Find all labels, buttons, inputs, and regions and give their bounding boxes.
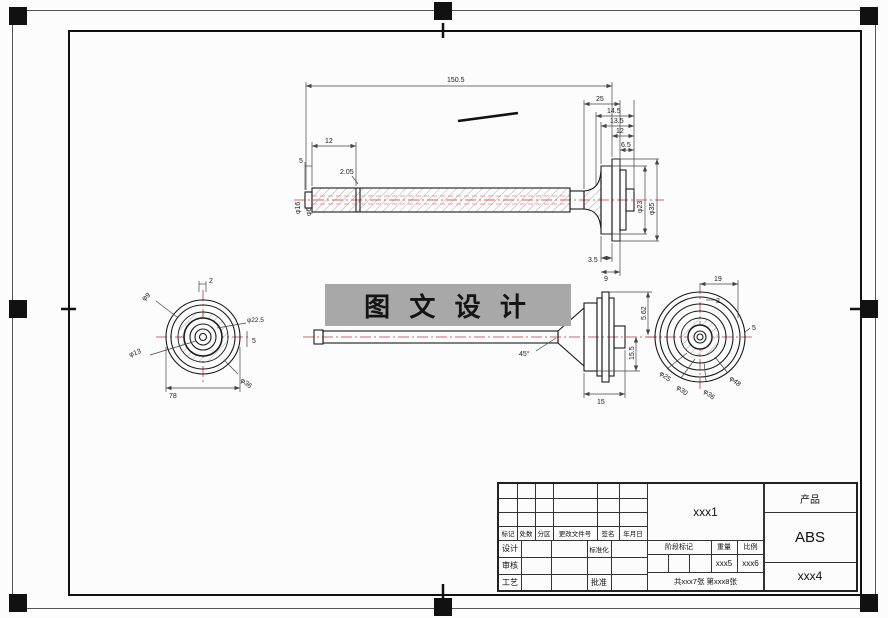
dim-78: 78 [169, 393, 177, 400]
dim-19: 19 [714, 276, 722, 283]
scale-label: 比例 [743, 544, 758, 551]
dim-14-5: 14.5 [607, 108, 621, 115]
weight-value: xxx5 [715, 558, 733, 568]
registration-mark-left-middle [9, 300, 27, 318]
registration-mark-top-middle [434, 2, 452, 20]
watermark-text: 图 文 设 计 [364, 291, 532, 322]
scale-value: xxx6 [742, 558, 759, 568]
dim-total-length: 150.5 [447, 77, 465, 84]
valve-end-boss [613, 325, 626, 349]
dim-2: 2 [716, 298, 720, 305]
dim-phi48: φ48 [728, 375, 742, 388]
dim-phi36: φ36 [702, 388, 716, 401]
head-boss [625, 188, 635, 212]
dim-2: 2 [209, 278, 213, 285]
registration-mark-right-middle [860, 300, 878, 318]
title-block: 标记 处数 分区 更改文件号 签名 年月日 设计 标准化 审核 工艺 批准 阶段… [497, 482, 858, 592]
dim-3-5: 3.5 [588, 257, 598, 264]
dim-phi30: φ30 [675, 384, 689, 397]
dim-45deg: 45° [519, 350, 530, 358]
standardization-label: 标准化 [589, 546, 609, 554]
dim-phi22-5: φ22.5 [247, 317, 264, 324]
outer-circle [165, 299, 241, 375]
revision-header-zone: 分区 [537, 531, 551, 538]
registration-mark-bottom-right [860, 594, 878, 612]
approve-label: 批准 [591, 577, 607, 587]
top-view-dimension-lines [304, 82, 660, 276]
front-view-dimension-lines [535, 291, 652, 398]
center-hole [696, 333, 704, 341]
registration-mark-bottom-left [9, 594, 27, 612]
revision-header-doc-no: 更改文件号 [558, 531, 592, 538]
revision-header-date: 年月日 [623, 531, 643, 538]
right-end-view: 19 2 5 φ25 φ30 φ36 φ48 [646, 276, 756, 402]
reference-mark-line [457, 111, 519, 123]
watermark: 图 文 设 计 [325, 284, 571, 326]
dim-12-right: 12 [616, 128, 624, 135]
left-view-dimension-lines [149, 281, 248, 392]
company-value: xxx4 [797, 569, 823, 583]
dim-5: 5 [299, 158, 303, 165]
dim-12-left: 12 [325, 138, 333, 145]
right-view-dimension-lines [666, 280, 751, 382]
dim-13-5: 13.5 [610, 118, 624, 125]
material-value: ABS [794, 528, 825, 546]
centering-marks [61, 23, 865, 599]
dim-phi25: φ25 [658, 370, 672, 383]
dim-phi9: φ9 [141, 292, 152, 303]
head-fillet [583, 170, 602, 230]
revision-header-mark: 标记 [501, 531, 515, 538]
left-end-view: 2 φ9 φ13 φ22.5 5 φ36 78 [128, 278, 264, 400]
dim-phi13: φ13 [128, 348, 142, 359]
registration-mark-top-right [860, 7, 878, 25]
dim-phi35: φ35 [649, 203, 656, 215]
stage-mark-label: 阶段标记 [665, 544, 693, 551]
registration-mark-top-left [9, 7, 27, 25]
dim-25: 25 [596, 96, 604, 103]
revision-header-count: 处数 [519, 531, 533, 538]
design-label: 设计 [502, 544, 518, 553]
product-label: 产品 [800, 494, 820, 506]
dim-9: 9 [604, 276, 608, 283]
dim-phi6: φ6 [306, 207, 313, 216]
part-name: xxx1 [693, 505, 718, 519]
dim-15: 15 [597, 399, 605, 406]
outer-circle [654, 291, 746, 383]
center-hole [198, 332, 208, 342]
dim-5-62: 5.62 [641, 306, 648, 320]
dim-5: 5 [252, 338, 256, 345]
dim-phi16: φ16 [295, 202, 302, 214]
revision-header-signature: 签名 [601, 531, 615, 538]
dim-2-05: 2.05 [340, 169, 354, 176]
front-full-view: 45° 5.62 15.5 15 [303, 291, 668, 406]
stem-body [311, 187, 571, 213]
dim-6-5: 6.5 [621, 142, 631, 149]
dim-15-5: 15.5 [629, 346, 636, 360]
check-label: 审核 [502, 561, 518, 570]
process-label: 工艺 [502, 577, 518, 587]
dim-5: 5 [752, 325, 756, 332]
top-section-view: 150.5 25 14.5 13.5 12 6.5 12 5 2.05 φ16 … [294, 77, 664, 283]
sheet-info: 共xxx7张 第xxx8张 [674, 576, 737, 586]
registration-mark-bottom-middle [434, 598, 452, 616]
dim-phi23: φ23 [637, 201, 644, 213]
weight-label: 重量 [717, 544, 731, 551]
dim-phi36: φ36 [239, 377, 253, 390]
